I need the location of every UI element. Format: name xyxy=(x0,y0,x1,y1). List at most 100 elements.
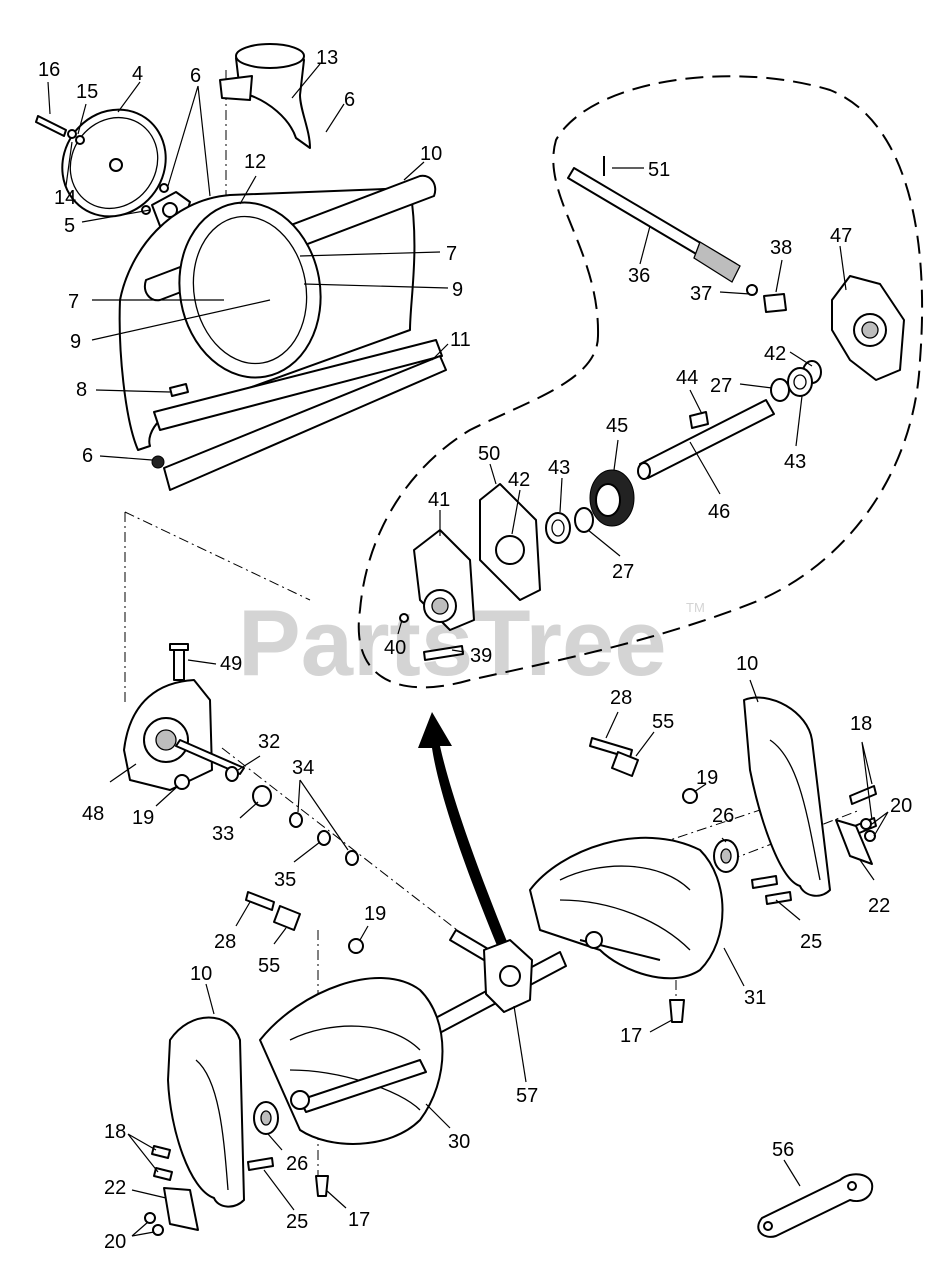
carriage-bolts-18-left xyxy=(151,1145,173,1181)
callout: 43 xyxy=(548,457,570,479)
callout: 47 xyxy=(830,225,852,247)
bearing-43-left xyxy=(545,512,571,544)
callout: 22 xyxy=(868,895,890,917)
callout: 6 xyxy=(190,65,201,87)
side-plate-10-right xyxy=(743,696,831,897)
callout: 11 xyxy=(450,329,471,351)
callout: 26 xyxy=(286,1153,308,1175)
gearbox-reference-arrow xyxy=(418,712,508,948)
bolt-16 xyxy=(35,115,85,145)
shear-bolt-17-right xyxy=(669,999,685,1023)
callout: 44 xyxy=(676,367,698,389)
callout: 5 xyxy=(64,215,75,237)
callout: 19 xyxy=(696,767,718,789)
callout: 19 xyxy=(132,807,154,829)
bearing-43-right xyxy=(787,367,813,397)
worm-shaft xyxy=(567,156,741,283)
callout: 18 xyxy=(104,1121,126,1143)
bolts-25-right xyxy=(751,875,792,905)
auger-31 xyxy=(529,836,724,980)
callout: 49 xyxy=(220,653,242,675)
callout: 25 xyxy=(800,931,822,953)
callout: 30 xyxy=(448,1131,470,1153)
callout: 8 xyxy=(76,379,87,401)
gasket-50 xyxy=(479,483,541,601)
callout: 4 xyxy=(132,63,143,85)
callout: 7 xyxy=(446,243,457,265)
spacer-55-left xyxy=(273,905,301,931)
callout: 15 xyxy=(76,81,98,103)
shear-bolt-17-left xyxy=(315,1175,329,1197)
output-shaft-46 xyxy=(637,399,775,480)
callout: 56 xyxy=(772,1139,794,1161)
callout: 33 xyxy=(212,823,234,845)
bearing-housing-48 xyxy=(123,679,245,791)
nut-19-right xyxy=(682,788,698,804)
bearing-33 xyxy=(252,785,272,807)
callout: 48 xyxy=(82,803,104,825)
bolt-39 xyxy=(423,645,464,661)
callout: 16 xyxy=(38,59,60,81)
callout: 22 xyxy=(104,1177,126,1199)
callout: 57 xyxy=(516,1085,538,1107)
callout: 43 xyxy=(784,451,806,473)
callout: 28 xyxy=(610,687,632,709)
callout: 27 xyxy=(710,375,732,397)
callout: 55 xyxy=(258,955,280,977)
spacer-55-right xyxy=(611,751,639,777)
callout: 38 xyxy=(770,237,792,259)
callout: 50 xyxy=(478,443,500,465)
callout: 36 xyxy=(628,265,650,287)
callout: 51 xyxy=(648,159,670,181)
callout: 9 xyxy=(70,331,81,353)
watermark-trademark: TM xyxy=(686,600,705,615)
callout: 14 xyxy=(54,187,76,209)
bearing-26-right xyxy=(713,839,739,873)
callout: 37 xyxy=(690,283,712,305)
callout: 20 xyxy=(104,1231,126,1253)
callout: 45 xyxy=(606,415,628,437)
wrench-56 xyxy=(757,1173,874,1238)
skid-shoe-22-left xyxy=(163,1187,199,1231)
callout: 39 xyxy=(470,645,492,667)
gearbox-cover-47 xyxy=(831,275,905,381)
callout: 42 xyxy=(508,469,530,491)
callout: 40 xyxy=(384,637,406,659)
skid-shoe-22-right xyxy=(835,819,873,865)
callout: 17 xyxy=(620,1025,642,1047)
nut-19-lower xyxy=(348,938,364,954)
auger-30 xyxy=(259,977,444,1145)
callout: 31 xyxy=(744,987,766,1009)
callout: 13 xyxy=(316,47,338,69)
callout: 10 xyxy=(190,963,212,985)
washer-34-a xyxy=(289,812,303,828)
nuts-20-right xyxy=(860,818,876,842)
callout: 25 xyxy=(286,1211,308,1233)
callout: 9 xyxy=(452,279,463,301)
alignment-line-housing-left xyxy=(124,511,311,705)
callout: 19 xyxy=(364,903,386,925)
callout: 34 xyxy=(292,757,314,779)
bearing-26-left xyxy=(253,1101,279,1135)
washer-35 xyxy=(317,830,331,846)
callout: 12 xyxy=(244,151,266,173)
side-plate-10-left xyxy=(167,1016,245,1208)
washer-32 xyxy=(225,766,239,782)
bolt-49 xyxy=(169,643,189,681)
alignment-line-shaft xyxy=(221,747,471,941)
callout: 6 xyxy=(344,89,355,111)
callout: 7 xyxy=(68,291,79,313)
leader-lines xyxy=(47,63,889,1237)
nuts-20-left xyxy=(144,1212,164,1236)
callout: 6 xyxy=(82,445,93,467)
chute-adapter xyxy=(219,43,311,149)
callout: 18 xyxy=(850,713,872,735)
gearbox-assembly-boundary xyxy=(357,75,924,689)
washer-27-right xyxy=(770,378,790,402)
washer-27-left xyxy=(574,507,594,533)
callout: 32 xyxy=(258,731,280,753)
washer-34-b xyxy=(345,850,359,866)
callout: 42 xyxy=(764,343,786,365)
